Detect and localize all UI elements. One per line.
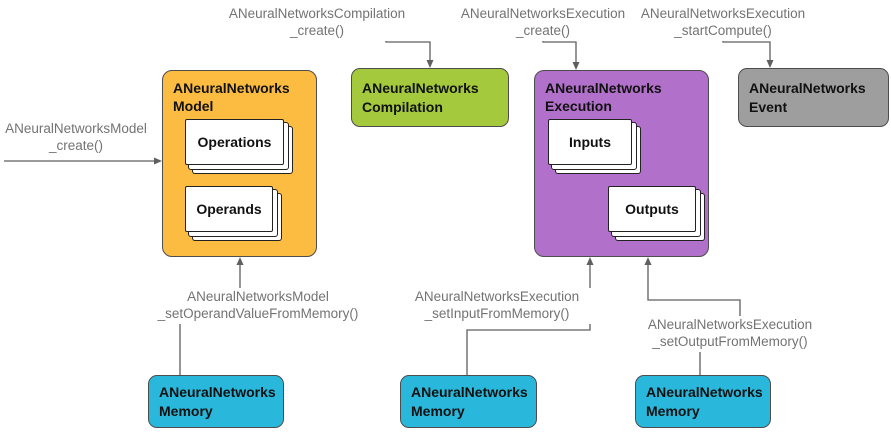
label-set-output-line1: ANeuralNetworksExecution [647, 317, 813, 332]
execution-title-line2: Execution [545, 98, 612, 115]
label-execution-create-line2: _create() [515, 22, 571, 38]
event-title-line1: ANeuralNetworks [749, 80, 866, 97]
label-set-output: ANeuralNetworksExecution _setOutputFromM… [625, 316, 835, 352]
event-box-title: ANeuralNetworks Event [739, 79, 888, 115]
memory1-title-line1: ANeuralNetworks [159, 384, 276, 401]
memory-box-3-title: ANeuralNetworks Memory [636, 383, 770, 419]
memory3-title-line2: Memory [646, 402, 700, 419]
label-set-operand-value-line1: ANeuralNetworksModel [187, 289, 329, 304]
label-set-input-line2: _setInputFromMemory() [424, 305, 570, 321]
label-compilation-create-line1: ANeuralNetworksCompilation [228, 6, 406, 21]
model-title-line2: Model [173, 98, 214, 115]
execution-box-title: ANeuralNetworks Execution [535, 71, 708, 115]
label-execution-create-line1: ANeuralNetworksExecution [460, 6, 626, 21]
memory-box-1: ANeuralNetworks Memory [148, 375, 284, 428]
event-box: ANeuralNetworks Event [738, 68, 889, 127]
compilation-title-line2: Compilation [362, 98, 443, 115]
memory-box-3: ANeuralNetworks Memory [635, 375, 771, 428]
label-set-operand-value-line2: _setOperandValueFromMemory() [157, 305, 359, 321]
compilation-title-line1: ANeuralNetworks [362, 80, 479, 97]
memory2-title-line2: Memory [411, 402, 465, 419]
compilation-box-title: ANeuralNetworks Compilation [352, 79, 508, 115]
label-set-input-line1: ANeuralNetworksExecution [414, 289, 580, 304]
label-start-compute-line1: ANeuralNetworksExecution [640, 6, 806, 21]
compilation-box: ANeuralNetworks Compilation [351, 68, 509, 127]
label-compilation-create: ANeuralNetworksCompilation _create() [222, 5, 412, 41]
memory2-title-line1: ANeuralNetworks [411, 384, 528, 401]
label-execution-create: ANeuralNetworksExecution _create() [448, 5, 638, 41]
memory-box-1-title: ANeuralNetworks Memory [149, 383, 283, 419]
operands-card: Operands [185, 186, 273, 232]
memory1-title-line2: Memory [159, 402, 213, 419]
memory-box-2: ANeuralNetworks Memory [400, 375, 537, 428]
memory-box-2-title: ANeuralNetworks Memory [401, 383, 536, 419]
label-model-create: ANeuralNetworksModel _create() [0, 120, 152, 156]
outputs-card: Outputs [608, 186, 696, 232]
label-set-input: ANeuralNetworksExecution _setInputFromMe… [394, 288, 600, 324]
inputs-card: Inputs [548, 119, 632, 165]
memory3-title-line1: ANeuralNetworks [646, 384, 763, 401]
model-box: ANeuralNetworks Model Operations Operand… [162, 70, 317, 257]
operations-card: Operations [185, 119, 284, 165]
execution-title-line1: ANeuralNetworks [545, 80, 662, 96]
label-start-compute-line2: _startCompute() [674, 22, 772, 38]
label-model-create-line2: _create() [48, 137, 104, 153]
label-start-compute: ANeuralNetworksExecution _startCompute() [628, 5, 818, 41]
label-model-create-line1: ANeuralNetworksModel [5, 121, 147, 136]
label-set-output-line2: _setOutputFromMemory() [652, 333, 808, 349]
label-set-operand-value: ANeuralNetworksModel _setOperandValueFro… [150, 288, 366, 324]
execution-box: ANeuralNetworks Execution Inputs Outputs [534, 70, 709, 257]
label-compilation-create-line2: _create() [289, 22, 345, 38]
model-box-title: ANeuralNetworks Model [163, 71, 316, 115]
event-title-line2: Event [749, 98, 788, 115]
model-title-line1: ANeuralNetworks [173, 80, 290, 96]
